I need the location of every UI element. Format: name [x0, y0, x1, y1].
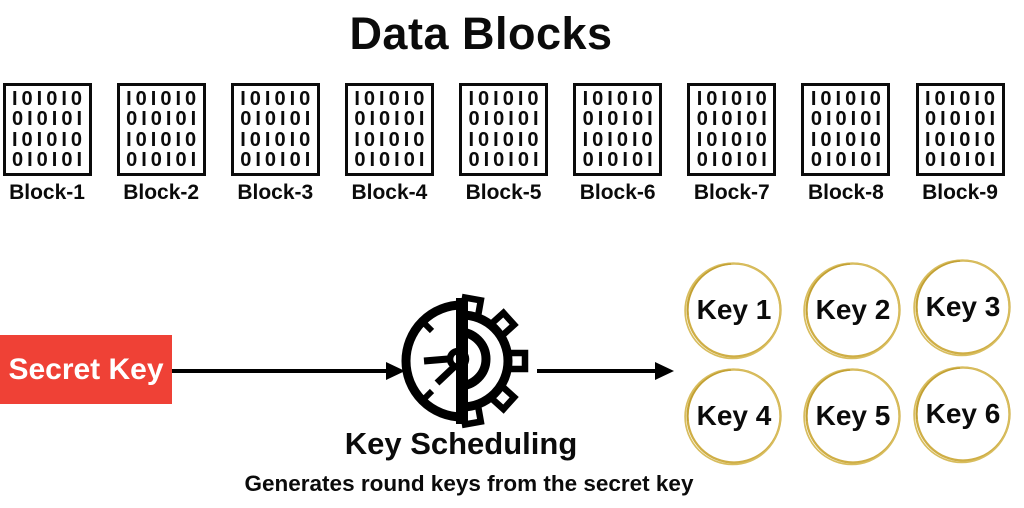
binary-row: 0I0I0I	[468, 108, 543, 130]
data-block: I0I0I0 0I0I0I I0I0I0 0I0I0I Block-4	[344, 83, 434, 205]
binary-row: 0I0I0I	[696, 149, 771, 171]
block-label: Block-8	[807, 181, 884, 204]
gold-ring-icon	[913, 259, 1011, 357]
round-key-2: Key 2	[803, 260, 903, 360]
block-label: Block-1	[9, 181, 85, 204]
block-label: Block-4	[351, 181, 428, 204]
binary-matrix-icon: I0I0I0 0I0I0I I0I0I0 0I0I0I	[230, 83, 320, 176]
binary-row: 0I0I0I	[810, 108, 885, 130]
binary-row: 0I0I0I	[240, 149, 315, 171]
block-label: Block-6	[579, 181, 656, 204]
key-label: Key 4	[696, 400, 772, 431]
binary-row: 0I0I0I	[354, 149, 429, 171]
arrow-secret-to-scheduler	[172, 369, 388, 373]
binary-row: I0I0I0	[468, 128, 543, 151]
binary-matrix-icon: I0I0I0 0I0I0I I0I0I0 0I0I0I	[344, 83, 434, 176]
key-scheduling-label: Key Scheduling	[344, 426, 578, 461]
binary-row: I0I0I0	[696, 87, 771, 110]
round-key-5: Key 5	[803, 366, 903, 466]
gold-ring-icon	[684, 368, 782, 466]
secret-key-box: Secret Key	[0, 335, 172, 404]
binary-row: I0I0I0	[126, 128, 201, 151]
arrowhead-icon	[386, 361, 405, 380]
block-label: Block-3	[237, 181, 314, 204]
data-block: I0I0I0 0I0I0I I0I0I0 0I0I0I Block-9	[915, 83, 1005, 205]
round-key-3: Key 3	[913, 257, 1013, 357]
block-label: Block-2	[123, 181, 200, 204]
binary-row: I0I0I0	[468, 87, 543, 110]
binary-row: I0I0I0	[924, 128, 1000, 151]
binary-row: 0I0I0I	[126, 108, 201, 130]
binary-row: I0I0I0	[354, 87, 429, 110]
binary-matrix-icon: I0I0I0 0I0I0I I0I0I0 0I0I0I	[116, 83, 206, 176]
data-block: I0I0I0 0I0I0I I0I0I0 0I0I0I Block-7	[687, 83, 777, 205]
data-block: I0I0I0 0I0I0I I0I0I0 0I0I0I Block-5	[459, 83, 549, 205]
binary-row: 0I0I0I	[126, 149, 201, 171]
round-key-4: Key 4	[684, 366, 784, 466]
binary-row: I0I0I0	[11, 87, 87, 110]
block-label: Block-5	[465, 181, 542, 204]
binary-row: 0I0I0I	[11, 108, 87, 130]
binary-row: 0I0I0I	[240, 108, 315, 130]
binary-matrix-icon: I0I0I0 0I0I0I I0I0I0 0I0I0I	[459, 83, 548, 176]
binary-row: I0I0I0	[240, 128, 315, 151]
key-label: Key 3	[925, 291, 1001, 322]
binary-row: 0I0I0I	[924, 108, 1000, 130]
gold-ring-icon	[913, 366, 1011, 464]
arrow-scheduler-to-keys	[537, 369, 657, 373]
data-blocks-row: I0I0I0 0I0I0I I0I0I0 0I0I0I Block-1 I0I0…	[2, 83, 1005, 205]
binary-row: I0I0I0	[582, 128, 657, 151]
binary-row: 0I0I0I	[582, 108, 657, 130]
key-label: Key 5	[815, 400, 891, 431]
binary-row: I0I0I0	[924, 87, 1000, 110]
arrowhead-icon	[655, 361, 674, 380]
binary-matrix-icon: I0I0I0 0I0I0I I0I0I0 0I0I0I	[801, 83, 891, 176]
binary-row: I0I0I0	[582, 87, 657, 110]
binary-row: I0I0I0	[810, 87, 885, 110]
binary-row: 0I0I0I	[11, 149, 87, 171]
block-label: Block-7	[693, 181, 770, 204]
binary-row: I0I0I0	[696, 128, 771, 151]
binary-row: I0I0I0	[11, 128, 87, 151]
gold-ring-icon	[684, 262, 782, 360]
page-title: Data Blocks	[349, 8, 613, 59]
binary-matrix-icon: I0I0I0 0I0I0I I0I0I0 0I0I0I	[915, 83, 1005, 176]
binary-row: 0I0I0I	[924, 149, 1000, 171]
binary-row: I0I0I0	[354, 128, 429, 151]
block-label: Block-9	[922, 181, 998, 204]
key-label: Key 6	[925, 398, 1001, 429]
key-scheduling-caption: Generates round keys from the secret key	[244, 471, 694, 496]
clock-gear-icon	[401, 293, 529, 429]
binary-row: 0I0I0I	[810, 149, 885, 171]
gold-ring-icon	[803, 262, 901, 360]
round-key-6: Key 6	[913, 364, 1013, 464]
key-label: Key 1	[696, 294, 772, 325]
gold-ring-icon	[803, 368, 901, 466]
binary-matrix-icon: I0I0I0 0I0I0I I0I0I0 0I0I0I	[687, 83, 777, 176]
key-label: Key 2	[815, 294, 891, 325]
binary-row: I0I0I0	[810, 128, 885, 151]
binary-row: I0I0I0	[126, 87, 201, 110]
data-block: I0I0I0 0I0I0I I0I0I0 0I0I0I Block-1	[2, 83, 92, 205]
data-block: I0I0I0 0I0I0I I0I0I0 0I0I0I Block-3	[230, 83, 320, 205]
key-scheduling-icon-wrap	[396, 291, 536, 431]
binary-matrix-icon: I0I0I0 0I0I0I I0I0I0 0I0I0I	[573, 83, 663, 176]
binary-row: 0I0I0I	[696, 108, 771, 130]
round-key-1: Key 1	[684, 260, 784, 360]
data-block: I0I0I0 0I0I0I I0I0I0 0I0I0I Block-8	[801, 83, 891, 205]
binary-row: 0I0I0I	[468, 149, 543, 171]
binary-matrix-icon: I0I0I0 0I0I0I I0I0I0 0I0I0I	[2, 83, 92, 176]
binary-row: I0I0I0	[240, 87, 315, 110]
data-block: I0I0I0 0I0I0I I0I0I0 0I0I0I Block-2	[116, 83, 206, 205]
data-block: I0I0I0 0I0I0I I0I0I0 0I0I0I Block-6	[573, 83, 663, 205]
binary-row: 0I0I0I	[582, 149, 657, 171]
binary-row: 0I0I0I	[354, 108, 429, 130]
